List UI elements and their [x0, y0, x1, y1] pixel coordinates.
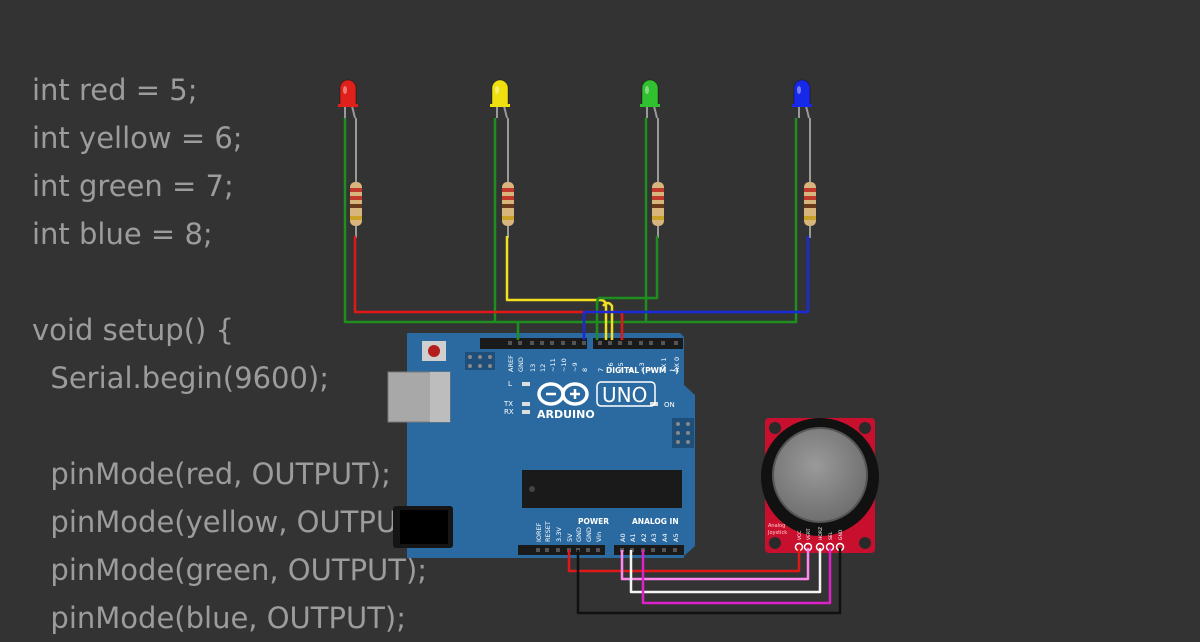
digital-pin-label: 2	[648, 368, 656, 372]
led-yellow	[490, 79, 510, 119]
microcontroller-chip	[522, 470, 682, 508]
wire-joy-vert	[620, 548, 810, 581]
digital-pin-label: RX 0	[673, 357, 681, 372]
joystick-label-line2: Joystick	[767, 530, 787, 536]
power-pin-label: GND	[575, 527, 583, 542]
wire-yellow-led-2	[602, 301, 614, 340]
resistor-green	[652, 118, 664, 238]
power-pin-label: IOREF	[535, 522, 543, 542]
digital-pin-label: AREF	[507, 355, 515, 372]
code-line: void setup() {	[32, 313, 234, 347]
analog-label: ANALOG IN	[632, 517, 679, 526]
joystick-pin-label: GND	[838, 529, 844, 540]
digital-pin-label: GND	[517, 357, 525, 372]
code-line: Serial.begin(9600);	[32, 361, 330, 395]
analog-pin-label: A0	[619, 533, 627, 542]
resistor-yellow	[502, 118, 514, 238]
digital-pin-label: ~10	[560, 358, 568, 372]
analog-pin-label: A2	[640, 533, 648, 542]
arduino-logo-icon	[537, 382, 589, 406]
digital-pin-label: 7	[597, 368, 605, 372]
wire-joy-sel	[641, 548, 832, 605]
wire-green-led	[595, 236, 659, 340]
code-line: int blue = 8;	[32, 217, 213, 251]
digital-pin-label: 8	[581, 368, 589, 372]
digital-pin-label: 12	[539, 364, 547, 372]
model-label: UNO	[602, 383, 647, 407]
digital-pin-label: TX 1	[660, 357, 668, 373]
analog-pin-label: A1	[629, 533, 637, 542]
joystick-pin-label: VCC	[797, 531, 803, 540]
resistor-red	[350, 118, 362, 238]
led-red-body	[339, 79, 357, 107]
joystick-pin-label: HORZ	[818, 527, 824, 540]
code-line: pinMode(blue, OUTPUT);	[32, 601, 407, 635]
tx-label: TX	[503, 400, 513, 408]
digital-header-right	[593, 338, 683, 349]
code-line: int red = 5;	[32, 73, 198, 107]
code-line: pinMode(red, OUTPUT);	[32, 457, 391, 491]
icsp-header-right	[672, 418, 694, 448]
on-label: ON	[664, 401, 675, 409]
resistor-blue	[804, 118, 816, 238]
power-header	[518, 545, 605, 555]
digital-pin-label: ~11	[549, 358, 557, 372]
code-line: int green = 7;	[32, 169, 234, 203]
uno-badge	[596, 381, 656, 407]
icsp-header-top	[465, 352, 495, 370]
joystick-pin-label: VERT	[806, 528, 812, 540]
wire-joy-gnd	[576, 548, 842, 615]
code-line: pinMode(green, OUTPUT);	[32, 553, 428, 587]
wire-joy-horz	[629, 548, 822, 594]
analog-pin-label: A4	[661, 533, 669, 542]
analog-pin-label: A3	[650, 533, 658, 542]
digital-pin-label: ~6	[607, 362, 615, 372]
digital-pin-label: 13	[529, 364, 537, 372]
power-pin-label: 5V	[566, 533, 574, 542]
l-label: L	[508, 380, 512, 388]
joystick-pin-label: SEL	[828, 531, 834, 540]
brand-label: ARDUINO	[537, 408, 595, 421]
led-blue-body	[793, 79, 811, 107]
power-pin-label: GND	[585, 527, 593, 542]
wires	[343, 118, 842, 615]
digital-pin-label: ~9	[571, 362, 579, 372]
wire-joy-vcc	[567, 548, 801, 573]
digital-pin-label: ~3	[638, 362, 646, 372]
wire-blue-led	[582, 236, 810, 340]
joystick-label-line1: Analog	[768, 523, 785, 529]
led-yellow-body	[491, 79, 509, 107]
wire-red-led	[353, 236, 624, 340]
digital-label: DIGITAL (PWM ~)	[606, 366, 679, 375]
rx-label: RX	[504, 408, 514, 416]
led-red	[338, 79, 358, 119]
power-pin-label: 3.3V	[555, 527, 563, 542]
analog-header	[614, 545, 684, 555]
wire-yellow-led	[505, 236, 608, 340]
led-group	[338, 79, 816, 238]
code-line: int yellow = 6;	[32, 121, 243, 155]
joystick-cap	[772, 427, 868, 523]
power-pin-label: RESET	[544, 521, 552, 542]
led-green-body	[641, 79, 659, 107]
led-blue	[792, 79, 812, 119]
analog-pin-label: A5	[672, 533, 680, 542]
digital-pin-label: 4	[627, 368, 635, 372]
led-green	[640, 79, 660, 119]
digital-pin-label: ~5	[617, 362, 625, 372]
wire-ground-bus	[343, 118, 798, 340]
power-label: POWER	[578, 517, 609, 526]
power-pin-label: Vin	[595, 532, 603, 542]
